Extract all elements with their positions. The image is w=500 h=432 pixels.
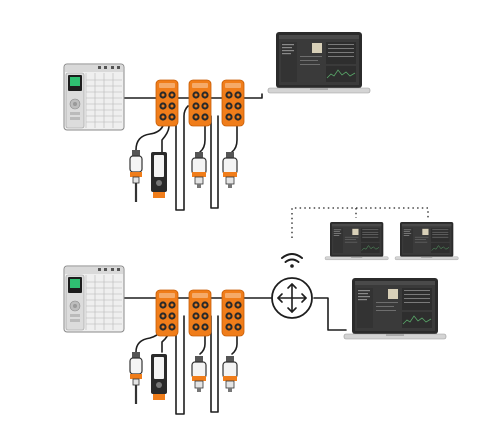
sensor-icon [191, 355, 207, 393]
io-module-icon [155, 289, 179, 337]
router-icon [271, 277, 313, 319]
laptop-icon [267, 31, 371, 94]
sensor-icon [191, 151, 207, 189]
laptop-icon [343, 277, 447, 340]
laptop-icon [394, 221, 459, 261]
io-module-icon [155, 79, 179, 127]
io-module-icon [188, 289, 212, 337]
bottom-group [63, 207, 459, 415]
plc-icon [63, 63, 125, 131]
sensor-icon [151, 152, 167, 198]
sensor-icon [222, 355, 238, 393]
sensor-icon [128, 350, 144, 406]
top-group [63, 31, 371, 211]
sensor-icon [222, 151, 238, 189]
io-module-icon [221, 79, 245, 127]
io-module-icon [221, 289, 245, 337]
wifi-icon [281, 253, 303, 268]
io-module-icon [188, 79, 212, 127]
laptop-icon [324, 221, 389, 261]
sensor-icon [128, 148, 144, 204]
sensor-icon [151, 354, 167, 400]
plc-icon [63, 265, 125, 333]
